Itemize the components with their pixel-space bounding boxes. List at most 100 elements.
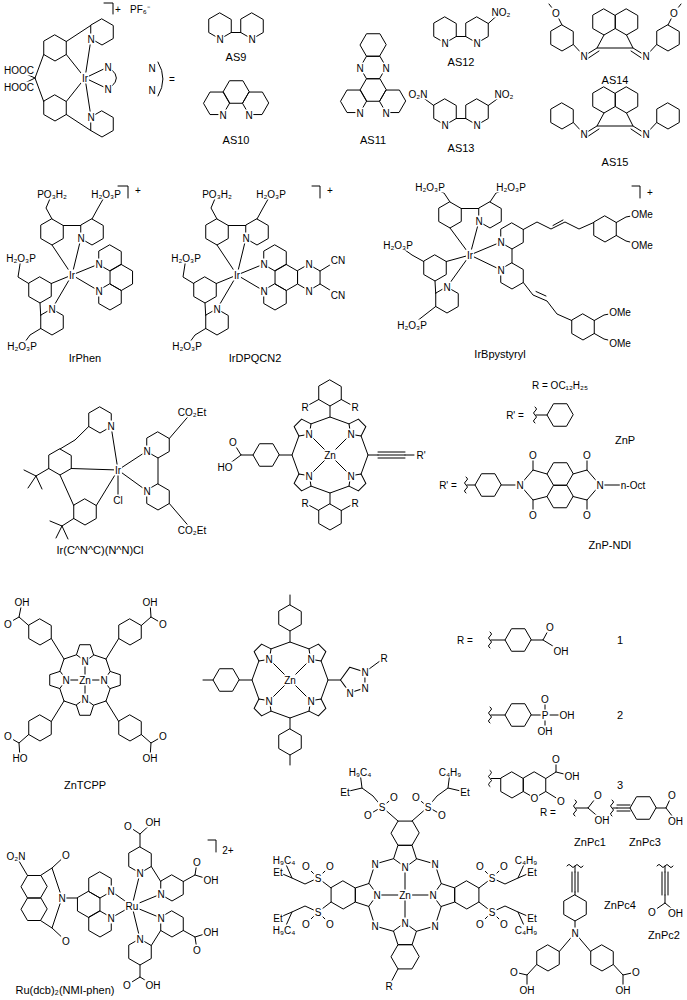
atom-label: N	[259, 286, 268, 297]
atom-label: N	[400, 918, 409, 929]
atom-label: OH	[553, 646, 570, 657]
atom-label: C₄H₉	[438, 767, 463, 778]
atom-label: N	[259, 259, 268, 270]
atom-label: O	[61, 936, 71, 947]
atom-label: H₂O₃P	[171, 341, 203, 352]
atom-label: N	[304, 471, 313, 482]
atom-label: OH	[145, 980, 162, 991]
atom-label: Et	[526, 867, 537, 878]
ring	[424, 255, 447, 281]
atom-label: n-Oct	[620, 480, 646, 491]
compound-label: AS9	[225, 51, 248, 63]
atom-label: O	[437, 810, 447, 821]
atom-label: N	[355, 108, 364, 119]
ring	[391, 945, 419, 969]
atom-label: O	[192, 945, 202, 956]
atom-label: O	[363, 810, 373, 821]
atom-label: Ir	[466, 250, 474, 261]
atom-label: N	[147, 63, 156, 74]
atom-label: O	[301, 919, 311, 930]
ring	[29, 715, 52, 741]
atom-label: O	[228, 437, 238, 448]
ring	[591, 945, 614, 971]
ring	[29, 277, 52, 303]
ring	[252, 695, 276, 719]
atom-label: O	[528, 510, 538, 521]
compound-label: Ru(dcb)₂(NMI-phen)	[14, 984, 115, 996]
atom-label: O	[3, 731, 13, 742]
bond	[203, 595, 384, 765]
ring	[615, 9, 638, 35]
compound-label: AS11	[359, 134, 387, 146]
ring	[41, 219, 64, 245]
ring	[547, 463, 573, 486]
atom-label: N	[579, 129, 588, 140]
atom-label: N	[496, 265, 505, 276]
atom-label: S	[314, 873, 323, 884]
ring	[194, 277, 217, 303]
atom-label: OH	[142, 753, 159, 764]
atom-label: NO₂	[494, 89, 515, 100]
atom-label: OMe	[630, 209, 654, 220]
irbpystyryl-structure	[398, 186, 642, 343]
ring	[44, 95, 67, 121]
atom-label: Zn	[283, 675, 297, 686]
atom-label: N	[595, 480, 604, 491]
znpc-structure	[278, 772, 677, 990]
bond	[398, 186, 642, 343]
atom-label: N	[360, 667, 369, 678]
compound-label: AS14	[601, 74, 630, 86]
atom-label: Et	[459, 787, 470, 798]
ir-pincer-structure	[24, 407, 192, 539]
atom-label: O	[158, 731, 168, 742]
atom-label: N	[345, 688, 354, 699]
atom-label: O	[545, 622, 555, 633]
ring	[77, 892, 100, 918]
atom-label: O	[669, 8, 679, 19]
atom-label: N	[103, 84, 112, 95]
ring	[547, 485, 573, 508]
atom-label: N	[80, 656, 89, 667]
as-ligands	[204, 4, 682, 137]
atom-label: O	[389, 792, 399, 803]
ring	[475, 474, 501, 497]
ring	[206, 219, 229, 245]
atom-label: N	[346, 429, 355, 440]
ring	[501, 772, 524, 798]
atom-label: N	[430, 921, 439, 932]
atom-label: OH	[519, 985, 536, 996]
atom-label: H₂O₃P	[90, 189, 122, 200]
atom-label: R	[384, 981, 393, 992]
ring	[74, 499, 97, 525]
bond	[231, 32, 240, 33]
ring	[305, 695, 329, 719]
atom-label: N	[440, 120, 449, 131]
atom-label: R	[379, 653, 388, 664]
atom-label: S	[488, 907, 497, 918]
atom-label: N	[641, 51, 650, 62]
atom-label: N	[381, 108, 390, 119]
ring	[439, 202, 462, 228]
atom-label: NO₂	[491, 7, 512, 18]
ring	[455, 881, 479, 909]
atom-label: O	[411, 792, 421, 803]
atom-label: H₂O₃P	[414, 182, 446, 193]
ring	[360, 34, 386, 57]
bond	[24, 412, 192, 539]
ir-dicarboxy-complex	[17, 3, 163, 137]
atom-label: PO₃H₂	[36, 189, 68, 200]
ring	[331, 881, 355, 909]
atom-label: R' =	[438, 480, 458, 491]
compound-label: ZnPc2	[647, 929, 681, 941]
bond	[7, 602, 163, 758]
bond-lines	[7, 3, 681, 990]
atom-label: OH	[594, 815, 611, 826]
atom-label: N	[106, 886, 115, 897]
atom-label: N	[370, 921, 379, 932]
atom-label: O	[551, 754, 561, 765]
compound-label: 3	[616, 779, 624, 791]
ring	[275, 265, 298, 291]
atom-label: S	[378, 802, 387, 813]
